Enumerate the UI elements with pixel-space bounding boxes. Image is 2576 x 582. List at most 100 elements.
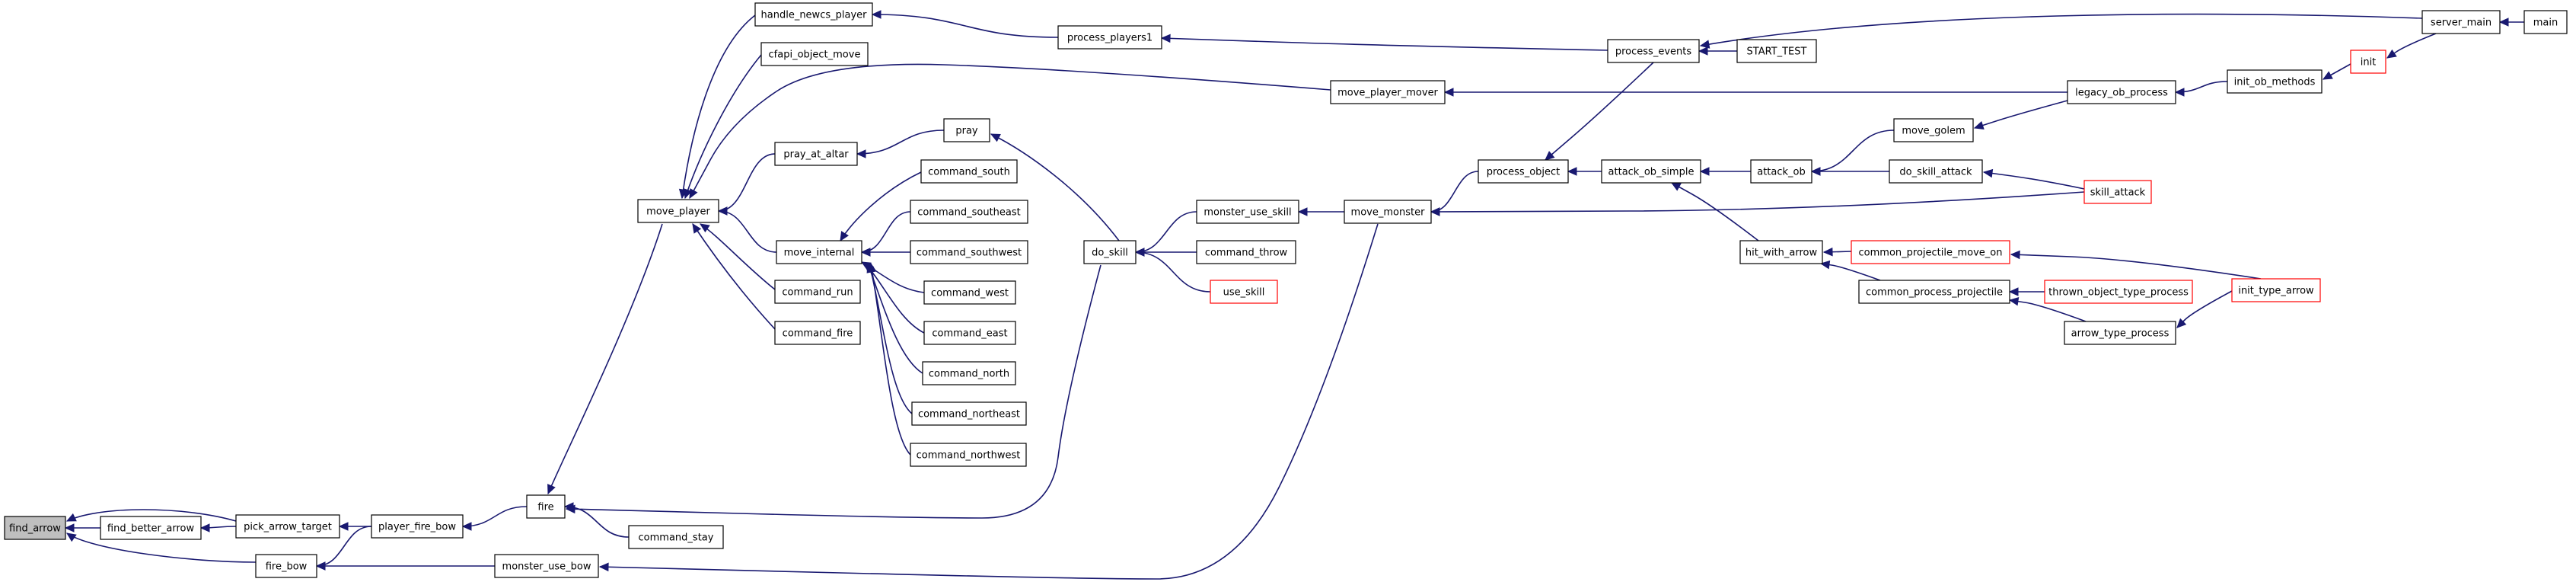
node-box xyxy=(494,554,599,578)
arrowhead-icon xyxy=(699,223,710,233)
arrowhead-icon xyxy=(860,248,871,257)
node-legacy_ob_process[interactable]: legacy_ob_process xyxy=(2067,80,2176,104)
node-box xyxy=(235,514,340,539)
node-command_west[interactable]: command_west xyxy=(923,280,1016,305)
node-label: init_type_arrow xyxy=(2238,286,2314,297)
node-box xyxy=(1739,240,1823,264)
node-handle_newcs_player[interactable]: handle_newcs_player xyxy=(754,2,873,27)
node-process_events[interactable]: process_events xyxy=(1607,39,1700,63)
node-box xyxy=(776,240,862,264)
edge-process_events-to-process_players1 xyxy=(1160,34,1608,51)
node-fire_bow[interactable]: fire_bow xyxy=(255,554,317,578)
node-fire[interactable]: fire xyxy=(526,494,566,519)
edge-command_southwest-to-move_internal xyxy=(860,248,910,257)
node-command_northwest[interactable]: command_northwest xyxy=(910,443,1027,467)
node-command_southeast[interactable]: command_southeast xyxy=(910,200,1028,224)
node-attack_ob_simple[interactable]: attack_ob_simple xyxy=(1601,159,1701,184)
arrowhead-icon xyxy=(2008,296,2020,306)
edge-init_type_arrow-to-common_projectile_move_on xyxy=(2010,250,2262,280)
node-arrow_type_process[interactable]: arrow_type_process xyxy=(2064,321,2176,345)
arrowhead-icon xyxy=(64,523,75,532)
node-init_type_arrow[interactable]: init_type_arrow xyxy=(2231,278,2321,302)
node-main[interactable]: main xyxy=(2523,10,2568,34)
node-label: use_skill xyxy=(1223,287,1265,299)
node-label: pick_arrow_target xyxy=(244,522,332,533)
node-move_player[interactable]: move_player xyxy=(637,199,719,223)
arrowhead-icon xyxy=(871,10,882,19)
node-box xyxy=(2083,180,2152,204)
node-move_golem[interactable]: move_golem xyxy=(1893,118,1974,142)
node-label: command_southwest xyxy=(917,248,1022,259)
node-box xyxy=(1210,280,1278,304)
node-monster_use_bow[interactable]: monster_use_bow xyxy=(494,554,599,578)
node-command_run[interactable]: command_run xyxy=(774,280,861,304)
edge-move_monster-to-monster_use_bow xyxy=(598,223,1379,580)
arrowhead-icon xyxy=(66,532,77,542)
edge-init_ob_methods-to-legacy_ob_process xyxy=(2174,81,2228,97)
node-process_players1[interactable]: process_players1 xyxy=(1057,25,1162,50)
edge-command_throw-to-do_skill xyxy=(1134,248,1197,257)
node-box xyxy=(2350,50,2386,74)
edge-pick_arrow_target-to-find_better_arrow xyxy=(199,523,237,532)
node-box xyxy=(1750,159,1812,184)
node-find_arrow[interactable]: find_arrow xyxy=(4,516,66,540)
node-box xyxy=(371,514,464,539)
node-pray_at_altar[interactable]: pray_at_altar xyxy=(774,142,858,166)
node-command_north[interactable]: command_north xyxy=(922,361,1016,385)
node-player_fire_bow[interactable]: player_fire_bow xyxy=(371,514,464,539)
node-do_skill[interactable]: do_skill xyxy=(1083,240,1137,264)
node-move_monster[interactable]: move_monster xyxy=(1344,200,1432,224)
edge-move_player_mover-to-move_player xyxy=(689,63,1331,200)
node-label: command_northeast xyxy=(918,409,1020,421)
arrowhead-icon xyxy=(1982,168,1994,178)
node-command_southwest[interactable]: command_southwest xyxy=(910,240,1028,264)
node-box xyxy=(774,142,858,166)
node-cfapi_object_move[interactable]: cfapi_object_move xyxy=(760,42,869,66)
node-label: command_northwest xyxy=(917,450,1021,462)
node-label: common_process_projectile xyxy=(1866,287,2003,299)
edge-fire_bow-to-find_arrow xyxy=(66,532,257,563)
node-skill_attack[interactable]: skill_attack xyxy=(2083,180,2152,204)
node-process_object[interactable]: process_object xyxy=(1478,159,1569,184)
node-move_internal[interactable]: move_internal xyxy=(776,240,862,264)
node-server_main[interactable]: server_main xyxy=(2421,10,2501,34)
node-pray[interactable]: pray xyxy=(943,118,990,142)
node-use_skill[interactable]: use_skill xyxy=(1210,280,1278,304)
arrowhead-icon xyxy=(565,504,575,514)
node-do_skill_attack[interactable]: do_skill_attack xyxy=(1889,159,1983,184)
node-thrown_object_type_process[interactable]: thrown_object_type_process xyxy=(2044,280,2193,304)
node-init_ob_methods[interactable]: init_ob_methods xyxy=(2227,69,2323,94)
node-find_better_arrow[interactable]: find_better_arrow xyxy=(100,516,202,540)
node-command_northeast[interactable]: command_northeast xyxy=(911,401,1027,426)
node-box xyxy=(2421,10,2501,34)
node-common_process_projectile[interactable]: common_process_projectile xyxy=(1858,280,2010,304)
node-command_south[interactable]: command_south xyxy=(920,159,1018,184)
node-label: move_internal xyxy=(784,248,855,259)
node-hit_with_arrow[interactable]: hit_with_arrow xyxy=(1739,240,1823,264)
node-move_player_mover[interactable]: move_player_mover xyxy=(1330,80,1446,104)
node-command_fire[interactable]: command_fire xyxy=(774,321,861,345)
node-attack_ob[interactable]: attack_ob xyxy=(1750,159,1812,184)
node-box xyxy=(1196,240,1296,264)
node-box xyxy=(754,2,873,27)
arrowhead-icon xyxy=(315,561,326,571)
node-label: legacy_ob_process xyxy=(2075,88,2168,99)
node-label: START_TEST xyxy=(1747,46,1807,58)
node-init[interactable]: init xyxy=(2350,50,2386,74)
node-monster_use_skill[interactable]: monster_use_skill xyxy=(1196,200,1299,224)
edge-skill_attack-to-move_monster xyxy=(1430,191,2085,216)
node-pick_arrow_target[interactable]: pick_arrow_target xyxy=(235,514,340,539)
node-label: move_golem xyxy=(1902,126,1965,137)
node-box xyxy=(910,240,1028,264)
node-label: monster_use_skill xyxy=(1204,207,1291,219)
arrowhead-icon xyxy=(461,522,472,531)
node-box xyxy=(1083,240,1137,264)
node-command_east[interactable]: command_east xyxy=(923,321,1016,345)
node-START_TEST[interactable]: START_TEST xyxy=(1736,39,1817,63)
node-command_throw[interactable]: command_throw xyxy=(1196,240,1296,264)
arrowhead-icon xyxy=(2010,250,2020,260)
node-common_projectile_move_on[interactable]: common_projectile_move_on xyxy=(1851,240,2010,264)
node-command_stay[interactable]: command_stay xyxy=(628,525,724,549)
node-label: cfapi_object_move xyxy=(769,50,861,61)
